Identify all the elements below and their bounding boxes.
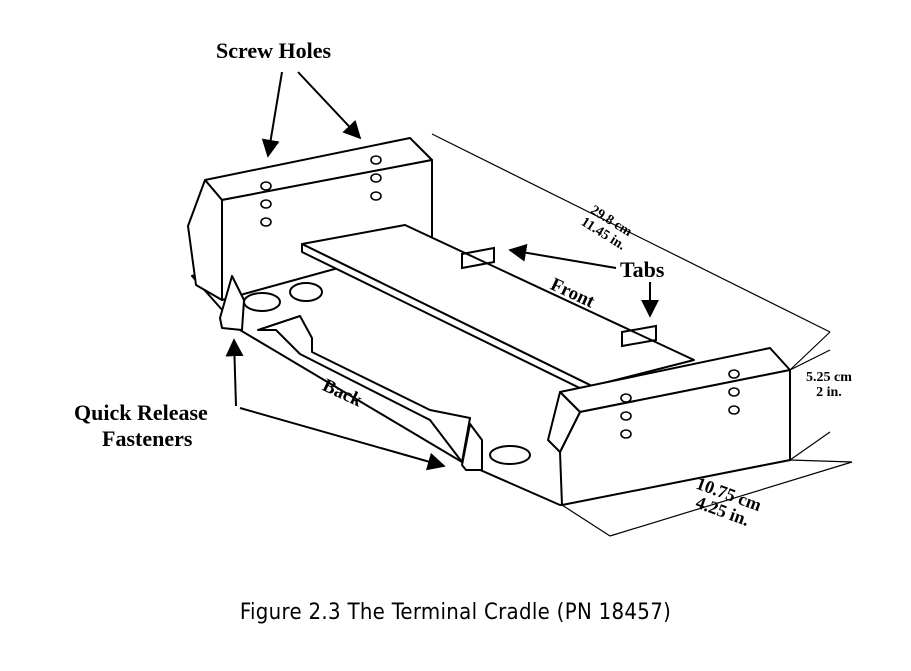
quick-release-label-line1: Quick Release [74, 400, 208, 425]
screw-hole [370, 155, 382, 165]
screw-holes-arrow-right [297, 71, 362, 140]
height-dimension-label: 5.25 cm 2 in. [806, 370, 852, 400]
screw-holes-label: Screw Holes [216, 38, 332, 63]
left-fastener-bracket [219, 275, 245, 331]
left-fastener-hole [289, 282, 323, 302]
height-cm: 5.25 cm [806, 370, 852, 385]
cradle-front-wall-side [547, 391, 581, 453]
height-dimension-line-bottom [789, 431, 831, 461]
screw-hole [620, 429, 632, 439]
width-dimension-line-bottom [561, 504, 611, 537]
screw-hole [620, 393, 632, 403]
tab-notch [621, 324, 657, 348]
screw-hole [260, 217, 272, 227]
screw-hole [728, 369, 740, 379]
quick-release-label-line2: Fasteners [102, 426, 193, 451]
tabs-arrow-upper [508, 243, 617, 269]
right-fastener-bracket [461, 423, 483, 471]
right-fastener-knob [489, 445, 531, 465]
fastener-arrow-upper [225, 338, 244, 407]
screw-hole [620, 411, 632, 421]
width-dimension-line [789, 459, 853, 463]
cradle-back-panel [257, 315, 471, 463]
height-dimension-line [789, 349, 831, 371]
width-dimension-line-diag [609, 461, 853, 537]
cradle-back-wall [187, 179, 223, 301]
tab-notch [461, 246, 495, 270]
screw-hole [370, 173, 382, 183]
fastener-arrow-lower [239, 407, 446, 471]
screw-hole [728, 405, 740, 415]
length-dimension-line-top [431, 133, 831, 333]
screw-hole [370, 191, 382, 201]
screw-holes-arrow-left [261, 71, 283, 158]
figure-caption: Figure 2.3 The Terminal Cradle (PN 18457… [239, 600, 672, 625]
length-dimension-line-end [789, 331, 831, 371]
height-in: 2 in. [816, 385, 842, 400]
tabs-label: Tabs [620, 257, 665, 282]
left-fastener-knob [243, 292, 281, 312]
screw-hole [728, 387, 740, 397]
screw-hole [260, 181, 272, 191]
screw-hole [260, 199, 272, 209]
